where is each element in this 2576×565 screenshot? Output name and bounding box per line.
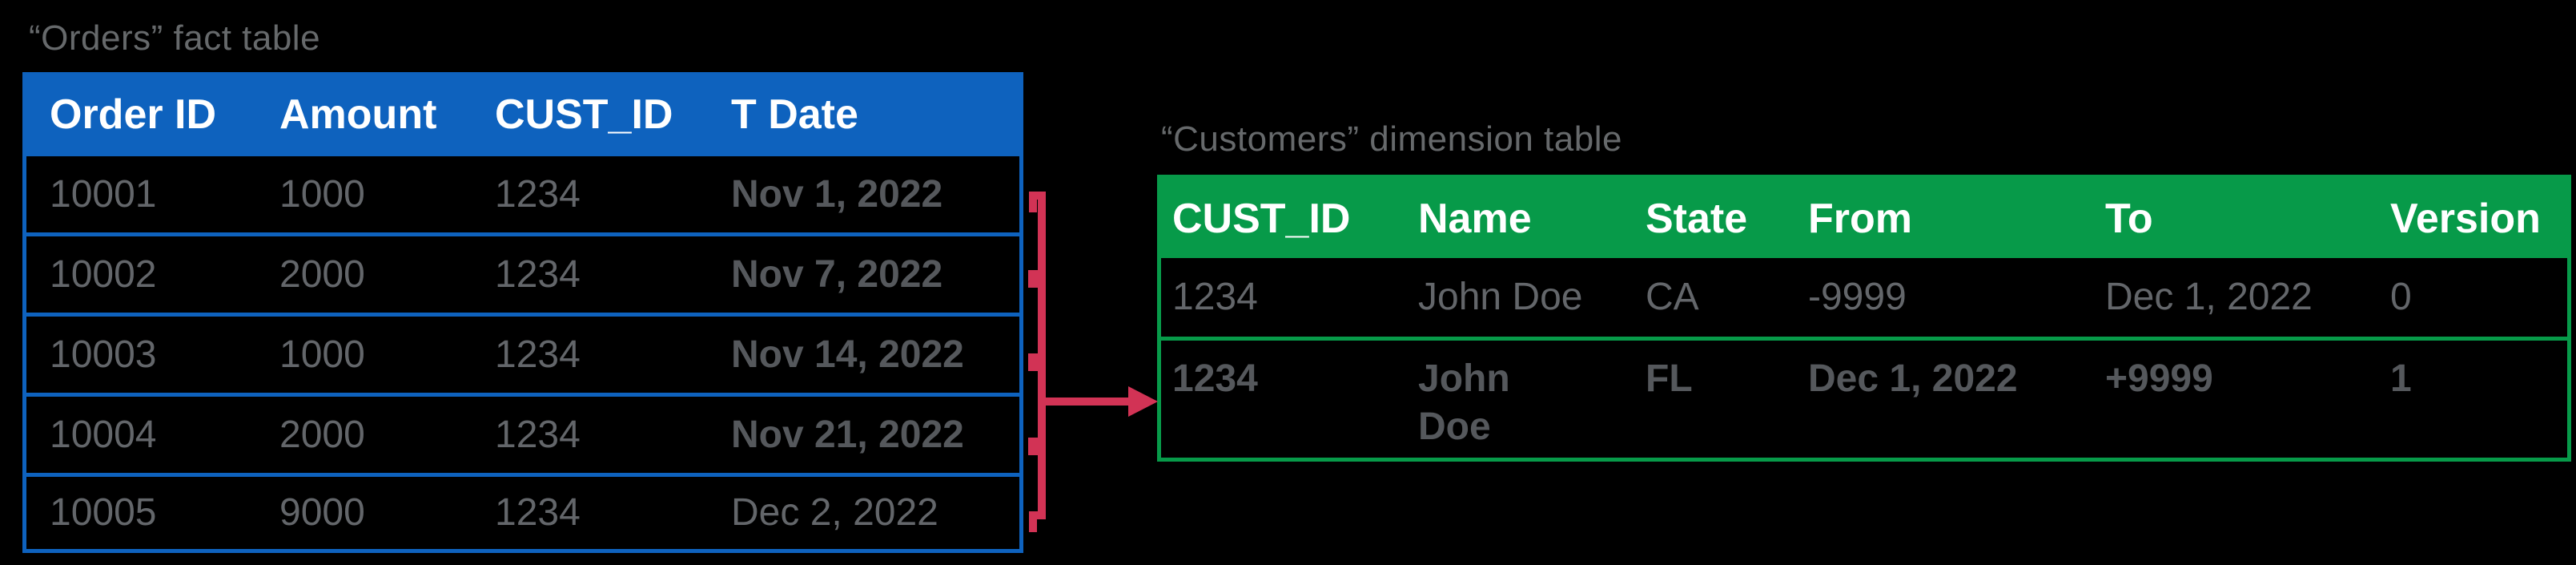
dimension-table-title: “Customers” dimension table xyxy=(1161,119,1622,159)
to-value: Dec 1, 2022 xyxy=(2105,276,2313,318)
from-value: -9999 xyxy=(1808,276,1907,318)
to-value: +9999 xyxy=(2105,357,2213,400)
cust-id-value: 1234 xyxy=(495,491,581,534)
bracket-bottom-stub xyxy=(1029,511,1046,519)
fact-table-header-row: Order ID Amount CUST_ID T Date xyxy=(26,76,1019,152)
table-row: 10003 1000 1234 Nov 14, 2022 xyxy=(26,313,1019,393)
dim-col-header-cust-id: CUST_ID xyxy=(1172,195,1351,242)
order-id-value: 10002 xyxy=(50,252,157,296)
arrow-shaft xyxy=(1046,398,1131,406)
name-value: John Doe xyxy=(1418,276,1583,318)
dimension-table-header-row: CUST_ID Name State From To Version xyxy=(1161,179,2567,258)
table-row: 10004 2000 1234 Nov 21, 2022 xyxy=(26,393,1019,473)
bracket-bottom-tail xyxy=(1029,511,1037,532)
cust-id-value: 1234 xyxy=(1172,276,1258,318)
order-id-value: 10005 xyxy=(50,491,157,534)
fact-col-header-t-date: T Date xyxy=(731,91,858,138)
dim-col-header-name: Name xyxy=(1418,195,1532,242)
table-row: 10005 9000 1234 Dec 2, 2022 xyxy=(26,473,1019,549)
cust-id-value: 1234 xyxy=(495,252,581,296)
dim-col-header-version: Version xyxy=(2390,195,2541,242)
bracket-spine xyxy=(1038,192,1046,519)
bracket-top-stub xyxy=(1029,192,1046,200)
bracket-tooth xyxy=(1028,270,1039,288)
fact-col-header-cust-id: CUST_ID xyxy=(495,91,673,138)
cust-id-value: 1234 xyxy=(1172,357,1258,400)
dimension-table: CUST_ID Name State From To Version 1234 … xyxy=(1157,175,2571,462)
fact-col-header-order-id: Order ID xyxy=(50,91,217,138)
dim-col-header-state: State xyxy=(1646,195,1748,242)
t-date-value: Nov 14, 2022 xyxy=(731,333,964,376)
fact-table: Order ID Amount CUST_ID T Date 10001 100… xyxy=(22,72,1023,553)
bracket-tooth xyxy=(1028,438,1039,455)
fact-col-header-amount: Amount xyxy=(279,91,437,138)
order-id-value: 10004 xyxy=(50,413,157,456)
order-id-value: 10001 xyxy=(50,172,157,216)
from-value: Dec 1, 2022 xyxy=(1808,357,2018,400)
t-date-value: Nov 1, 2022 xyxy=(731,172,943,216)
state-value: CA xyxy=(1646,276,1699,318)
bracket-top-tail xyxy=(1029,192,1037,212)
cust-id-value: 1234 xyxy=(495,172,581,216)
version-value: 1 xyxy=(2390,357,2412,400)
bracket-tooth xyxy=(1028,353,1039,371)
table-row: 1234 John Doe CA -9999 Dec 1, 2022 0 xyxy=(1161,258,2567,337)
cust-id-value: 1234 xyxy=(495,333,581,376)
table-row: 10001 1000 1234 Nov 1, 2022 xyxy=(26,152,1019,232)
order-id-value: 10003 xyxy=(50,333,157,376)
arrow-head xyxy=(1128,386,1158,417)
amount-value: 9000 xyxy=(279,491,365,534)
table-row: 10002 2000 1234 Nov 7, 2022 xyxy=(26,232,1019,313)
t-date-value: Nov 7, 2022 xyxy=(731,252,943,296)
dim-col-header-to: To xyxy=(2105,195,2153,242)
t-date-value: Nov 21, 2022 xyxy=(731,413,964,456)
version-value: 0 xyxy=(2390,276,2412,318)
amount-value: 1000 xyxy=(279,333,365,376)
state-value: FL xyxy=(1646,357,1693,400)
amount-value: 1000 xyxy=(279,172,365,216)
table-row: 1234 John Doe FL Dec 1, 2022 +9999 1 xyxy=(1161,337,2567,458)
cust-id-value: 1234 xyxy=(495,413,581,456)
amount-value: 2000 xyxy=(279,252,365,296)
bracket xyxy=(1028,192,1158,532)
dim-col-header-from: From xyxy=(1808,195,1912,242)
amount-value: 2000 xyxy=(279,413,365,456)
t-date-value: Dec 2, 2022 xyxy=(731,491,938,534)
fact-table-title: “Orders” fact table xyxy=(29,18,321,58)
name-value: John Doe xyxy=(1418,357,1510,448)
